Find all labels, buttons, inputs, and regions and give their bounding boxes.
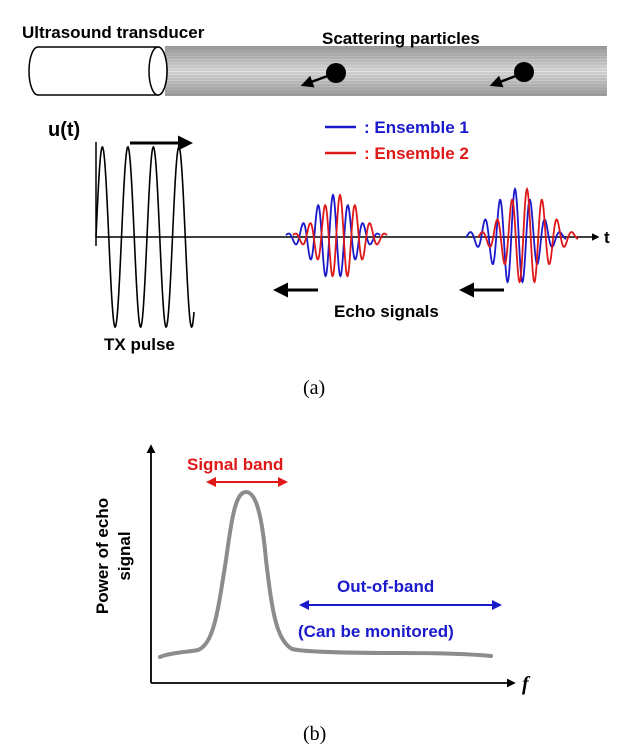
caption-b: (b) <box>303 723 326 745</box>
power-axis-label-line-2: signal <box>115 531 134 580</box>
legend-label-ensemble-1: : Ensemble 1 <box>364 118 469 137</box>
time-axis-label: t <box>604 228 610 247</box>
echo-1-ensemble-1 <box>285 193 381 278</box>
caption-a: (a) <box>303 377 325 399</box>
legend-label-ensemble-2: : Ensemble 2 <box>364 144 469 163</box>
frequency-axis-label: f <box>522 673 531 695</box>
echo-1-ensemble-2 <box>292 193 388 278</box>
transducer-label: Ultrasound transducer <box>22 23 205 42</box>
echo-2-ensemble-2 <box>477 186 579 284</box>
particles-label: Scattering particles <box>322 29 480 48</box>
tx-pulse-label: TX pulse <box>104 335 175 354</box>
out-of-band-label: Out-of-band <box>337 577 434 596</box>
can-be-monitored-label: (Can be monitored) <box>298 622 454 641</box>
u-axis-label: u(t) <box>48 119 80 141</box>
scattering-particle-1 <box>300 63 346 88</box>
tx-pulse-waveform <box>95 145 195 329</box>
echo-2-ensemble-1 <box>465 186 567 284</box>
panel-a: Ultrasound transducer Scattering particl… <box>22 23 610 399</box>
panel-b: f Power of echo signal Signal band Out-o… <box>93 444 531 745</box>
power-axis-label: Power of echo signal <box>93 498 134 614</box>
scattering-particle-2 <box>489 62 534 88</box>
transducer-icon <box>28 46 168 96</box>
ultrasound-beam-lines <box>165 46 607 96</box>
signal-band-label: Signal band <box>187 455 283 474</box>
power-spectrum-curve <box>158 489 493 659</box>
power-axis-label-line-1: Power of echo <box>93 498 112 614</box>
echo-signals-label: Echo signals <box>334 302 439 321</box>
legend: : Ensemble 1 : Ensemble 2 <box>325 118 469 163</box>
